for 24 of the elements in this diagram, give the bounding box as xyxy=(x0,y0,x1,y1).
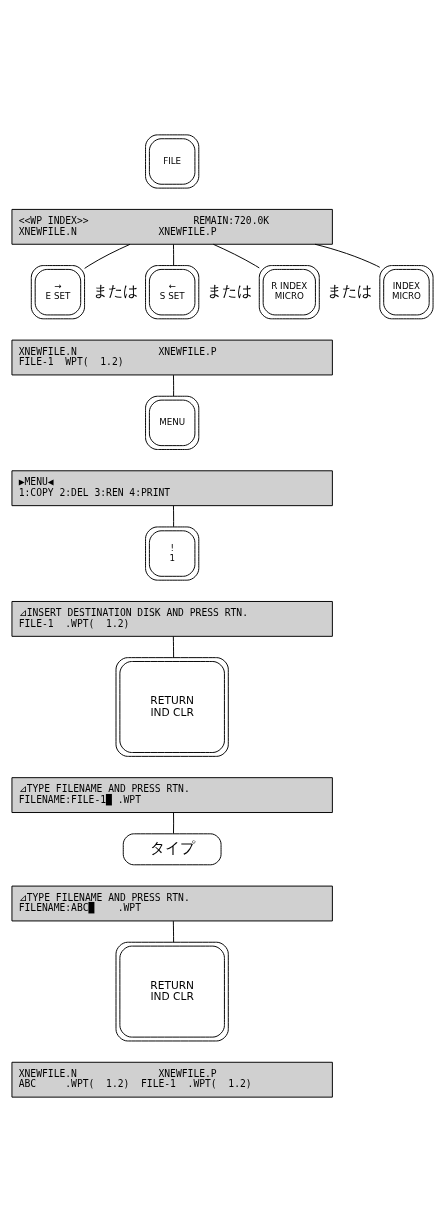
node-box: RETURN IND CLR xyxy=(115,656,229,757)
node-box: → E SET xyxy=(30,264,86,319)
label: または xyxy=(326,281,372,300)
connector xyxy=(212,243,260,268)
node-box: XNEWFILE.N XNEWFILE.P ABC .WPT( 1.2) FILE-1 .WPT( 1.2) xyxy=(11,1061,333,1098)
node-box: ⊿TYPE FILENAME AND PRESS RTN. FILENAME:FILE-1█ .WPT xyxy=(11,776,333,813)
node-box: INDEX MICRO xyxy=(379,264,434,319)
node-box: タイプ xyxy=(122,832,222,865)
node-box: R INDEX MICRO xyxy=(258,264,320,319)
node-box: XNEWFILE.N XNEWFILE.P FILE-1 WPT( 1.2) xyxy=(11,339,333,375)
node-box: ⊿TYPE FILENAME AND PRESS RTN. FILENAME:ABC█ .WPT xyxy=(11,885,333,921)
label: または xyxy=(92,281,138,300)
connector xyxy=(172,374,175,396)
connector xyxy=(172,635,175,658)
connector xyxy=(172,504,175,527)
node-box: ▶MENU◀ 1:COPY 2:DEL 3:REN 4:PRINT xyxy=(11,469,333,506)
connector xyxy=(84,243,131,269)
connector xyxy=(172,920,175,943)
connector xyxy=(314,243,381,268)
node-box: <<WP INDEX>> REMAIN:720.0K XNEWFILE.N XNEWFILE.P xyxy=(11,208,333,245)
connector xyxy=(172,243,175,266)
label: または xyxy=(206,281,252,300)
connector xyxy=(173,811,175,834)
node-box: ⊿INSERT DESTINATION DISK AND PRESS RTN. FILE-1 .WPT( 1.2) xyxy=(11,600,333,637)
